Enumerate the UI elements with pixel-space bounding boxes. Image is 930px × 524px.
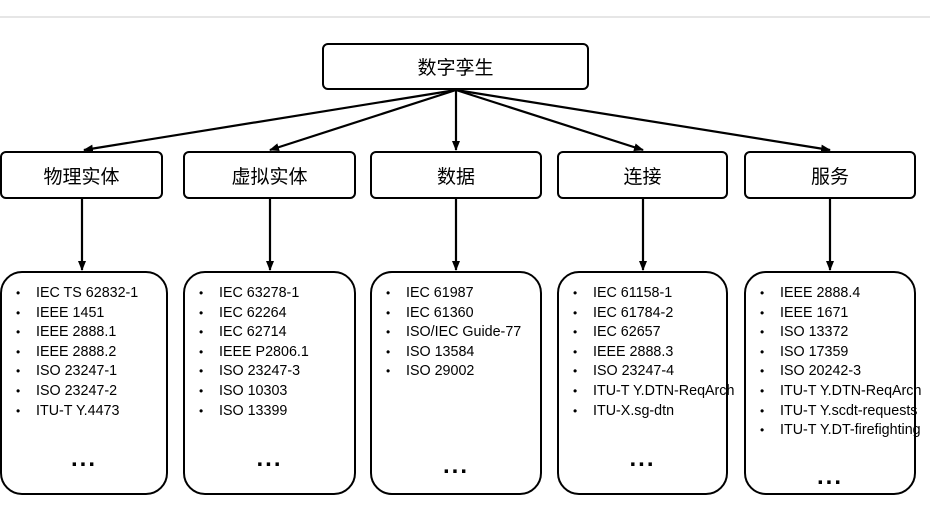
standard-item: ISO 17359: [756, 343, 914, 363]
category-node-connection: 连接: [557, 151, 728, 199]
more-ellipsis: ...: [256, 445, 283, 472]
standard-item: ISO 23247-1: [12, 362, 166, 382]
standard-item: ISO 20242-3: [756, 362, 914, 382]
standard-item: IEC 61784-2: [569, 304, 726, 324]
arrow-root-to-service: [455, 88, 831, 153]
arrow-root-to-physical-entity: [83, 88, 457, 153]
standard-item: ITU-X.sg-dtn: [569, 402, 726, 422]
standards-list-connection: IEC 61158-1 IEC 61784-2 IEC 62657 IEEE 2…: [557, 271, 734, 495]
standard-item: IEEE 2888.4: [756, 284, 914, 304]
standard-item: ITU-T Y.4473: [12, 402, 166, 422]
standards-list-data: IEC 61987 IEC 61360 ISO/IEC Guide-77 ISO…: [370, 271, 542, 495]
standard-item: ISO 13399: [195, 402, 354, 422]
standard-item: ITU-T Y.DT-firefighting: [756, 421, 921, 441]
standard-item: ISO 23247-3: [195, 362, 354, 382]
more-ellipsis: ...: [70, 445, 97, 472]
category-label: 物理实体: [43, 165, 120, 188]
standard-item: ISO 23247-4: [569, 362, 726, 382]
standard-item: IEC 61360: [382, 304, 540, 324]
category-node-physical-entity: 物理实体: [0, 151, 163, 199]
standard-item: IEEE 1671: [756, 304, 914, 324]
category-node-service: 服务: [744, 151, 916, 199]
category-label: 数据: [436, 165, 475, 188]
standard-item: IEEE 1451: [12, 304, 166, 324]
more-ellipsis: ...: [629, 445, 656, 472]
standard-item: ISO/IEC Guide-77: [382, 323, 540, 343]
category-label: 虚拟实体: [231, 165, 308, 188]
standard-item: IEC 61987: [382, 284, 540, 304]
standard-item: IEC TS 62832-1: [12, 284, 166, 304]
standard-item: ISO 23247-2: [12, 382, 166, 402]
root-node: 数字孪生: [322, 43, 589, 90]
arrow-root-to-virtual-entity: [269, 88, 457, 152]
standard-item: IEC 62657: [569, 323, 726, 343]
category-label: 服务: [810, 165, 849, 188]
standard-item: ITU-T Y.DTN-ReqArch: [569, 382, 734, 402]
standards-list-service: IEEE 2888.4 IEEE 1671 ISO 13372 ISO 1735…: [744, 271, 921, 495]
standard-item: ISO 29002: [382, 362, 540, 382]
standard-item: IEEE 2888.2: [12, 343, 166, 363]
category-node-data: 数据: [370, 151, 542, 199]
standard-item: IEC 63278-1: [195, 284, 354, 304]
standard-item: ISO 13372: [756, 323, 914, 343]
standard-item: IEC 62264: [195, 304, 354, 324]
standard-item: ISO 13584: [382, 343, 540, 363]
more-ellipsis: ...: [442, 452, 469, 479]
category-node-virtual-entity: 虚拟实体: [183, 151, 356, 199]
standard-item: IEC 61158-1: [569, 284, 726, 304]
top-divider: [0, 16, 930, 18]
standard-item: ITU-T Y.DTN-ReqArch: [756, 382, 921, 402]
arrow-root-to-connection: [455, 88, 644, 152]
standard-item: IEEE 2888.3: [569, 343, 726, 363]
standard-item: IEC 62714: [195, 323, 354, 343]
standard-item: ISO 10303: [195, 382, 354, 402]
more-ellipsis: ...: [816, 463, 843, 490]
root-node-label: 数字孪生: [417, 57, 494, 79]
standard-item: IEEE 2888.1: [12, 323, 166, 343]
standard-item: ITU-T Y.scdt-requests: [756, 402, 917, 422]
category-label: 连接: [623, 165, 662, 188]
standard-item: IEEE P2806.1: [195, 343, 354, 363]
standards-list-physical-entity: IEC TS 62832-1 IEEE 1451 IEEE 2888.1 IEE…: [0, 271, 168, 495]
standards-list-virtual-entity: IEC 63278-1 IEC 62264 IEC 62714 IEEE P28…: [183, 271, 356, 495]
